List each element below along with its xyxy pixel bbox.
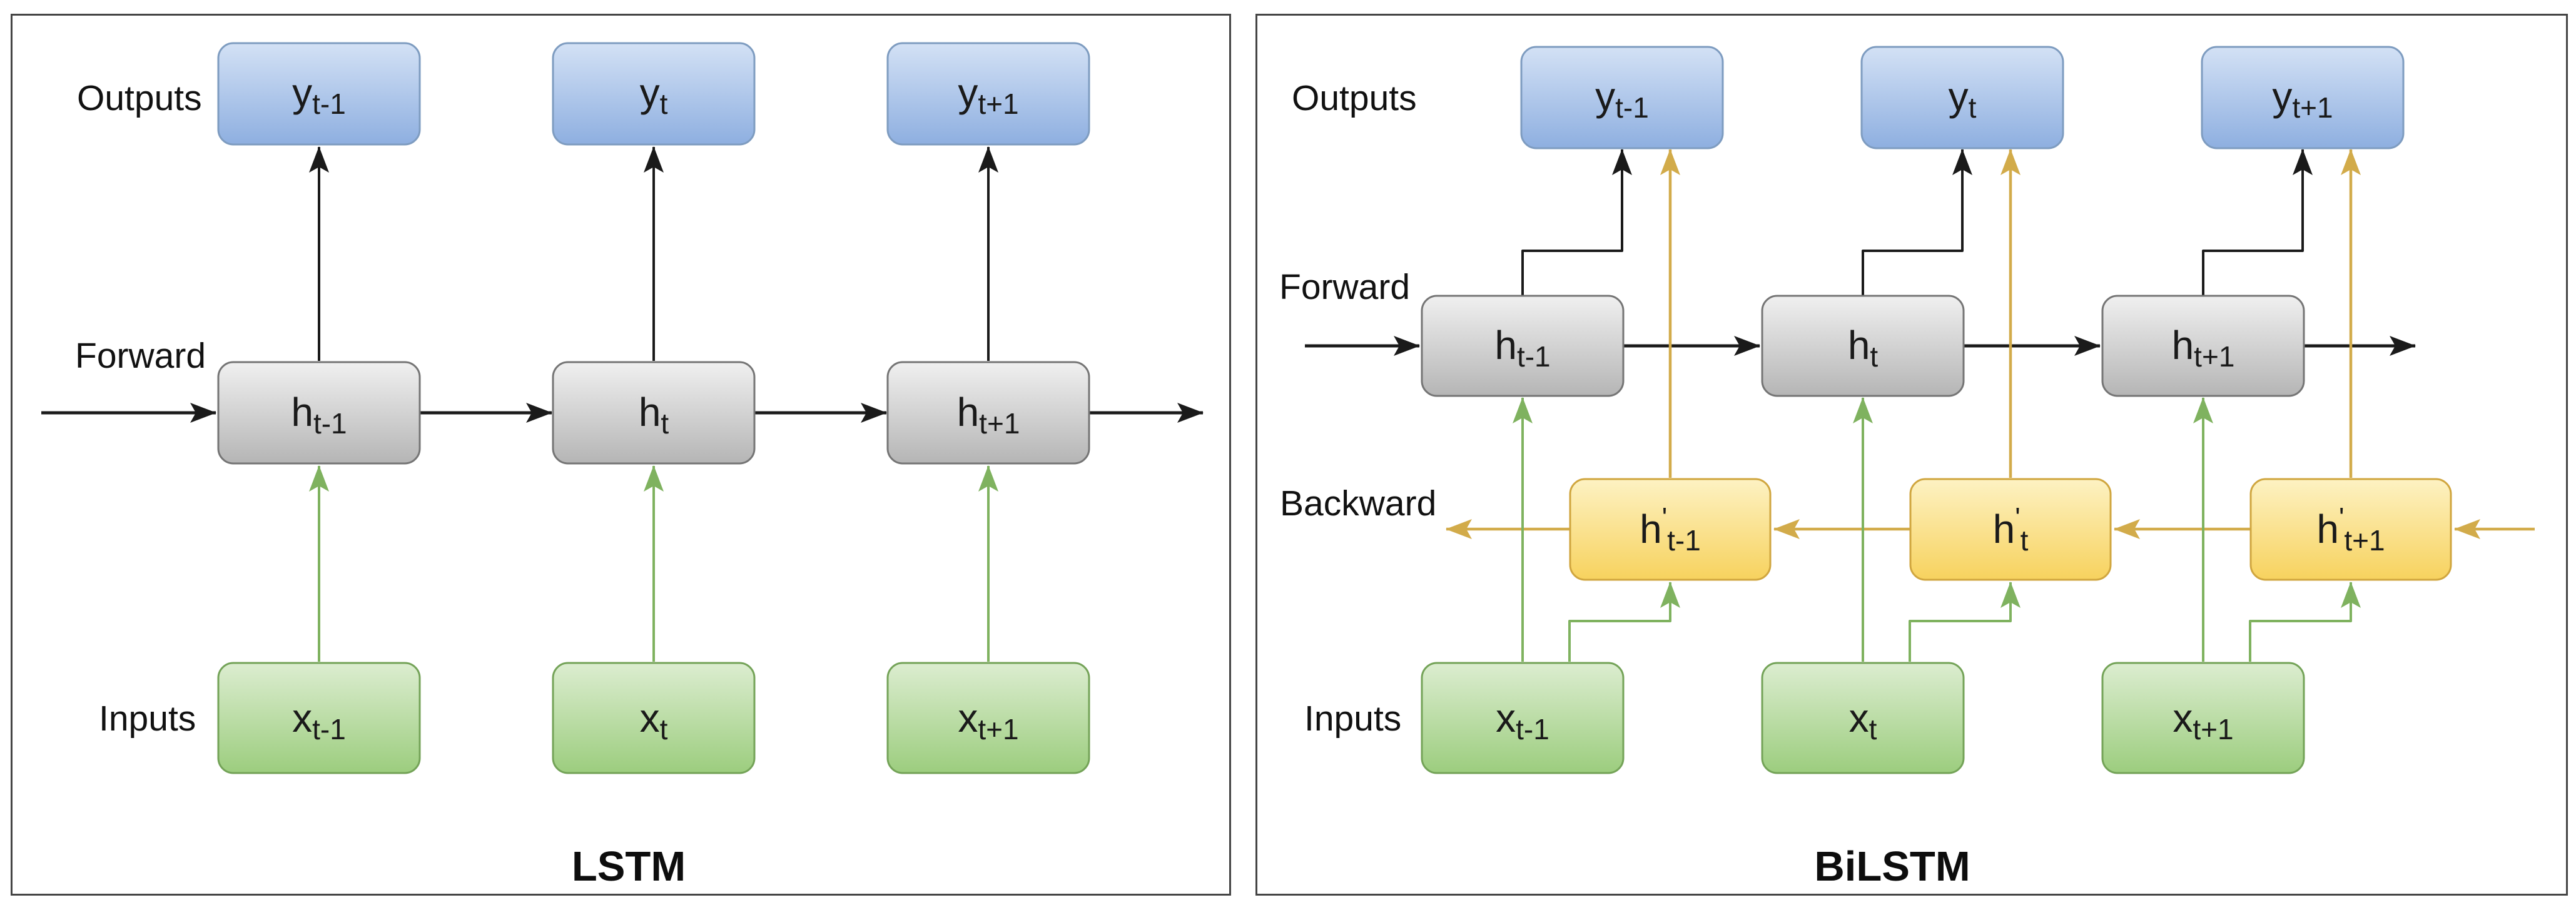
lstm-input-label-1: xt-1 bbox=[292, 695, 346, 746]
bilstm-backward-hidden-box-3 bbox=[2249, 478, 2452, 581]
lstm-input-label-3: xt+1 bbox=[958, 695, 1018, 746]
bilstm-output-node-1: yt-1 bbox=[1520, 46, 1724, 149]
bilstm-forward-hidden-box-2 bbox=[1761, 295, 1965, 397]
bilstm-label-backward: Backward bbox=[1280, 483, 1436, 523]
bilstm-x-to-hb-arrow-3 bbox=[2249, 582, 2361, 662]
bilstm-h-to-y-arrow-1 bbox=[1521, 149, 1632, 296]
lstm-input-box-3 bbox=[886, 662, 1090, 774]
bilstm-forward-hidden-label-2: ht bbox=[1848, 323, 1879, 373]
bilstm-backward-hidden-node-1: h't-1 bbox=[1569, 478, 1772, 581]
bilstm-output-box-2 bbox=[1860, 46, 2064, 149]
lstm-output-box-3 bbox=[886, 42, 1090, 146]
lstm-hidden-label-1: ht-1 bbox=[291, 390, 347, 440]
bilstm-label-forward: Forward bbox=[1279, 267, 1410, 307]
lstm-input-box-2 bbox=[552, 662, 756, 774]
lstm-hidden-node-2: ht bbox=[552, 361, 756, 465]
lstm-output-box-2 bbox=[552, 42, 756, 146]
bilstm-forward-hidden-label-1: ht-1 bbox=[1494, 323, 1550, 373]
lstm-label-inputs: Inputs bbox=[99, 699, 196, 739]
lstm-output-label-1: yt-1 bbox=[292, 70, 346, 120]
lstm-output-label-2: yt bbox=[640, 70, 668, 120]
lstm-hidden-node-3: ht+1 bbox=[886, 361, 1090, 465]
bilstm-output-label-3: yt+1 bbox=[2272, 74, 2333, 124]
lstm-input-label-2: xt bbox=[640, 695, 668, 746]
panel-bilstm: Outputs Forward Backward Inputs bbox=[1255, 14, 2568, 896]
lstm-hidden-label-2: ht bbox=[639, 390, 669, 440]
lstm-hidden-box-2 bbox=[552, 361, 756, 465]
bilstm-input-box-3 bbox=[2101, 662, 2305, 774]
bilstm-output-box-3 bbox=[2201, 46, 2405, 149]
bilstm-input-node-1: xt-1 bbox=[1421, 662, 1625, 774]
bilstm-forward-hidden-node-2: ht bbox=[1761, 295, 1965, 397]
lstm-hidden-label-3: ht+1 bbox=[957, 390, 1020, 440]
lstm-input-node-2: xt bbox=[552, 662, 756, 774]
bilstm-label-outputs: Outputs bbox=[1292, 78, 1417, 118]
bilstm-backward-hidden-node-2: h't bbox=[1909, 478, 2112, 581]
lstm-input-box-1 bbox=[217, 662, 421, 774]
lstm-label-forward: Forward bbox=[75, 336, 206, 376]
bilstm-input-label-1: xt-1 bbox=[1496, 695, 1549, 746]
lstm-output-node-2: yt bbox=[552, 42, 756, 146]
lstm-output-node-1: yt-1 bbox=[217, 42, 421, 146]
bilstm-output-box-1 bbox=[1520, 46, 1724, 149]
bilstm-input-label-2: xt bbox=[1849, 695, 1877, 746]
bilstm-forward-hidden-node-1: ht-1 bbox=[1421, 295, 1625, 397]
bilstm-backward-hidden-label-1: h't-1 bbox=[1640, 502, 1701, 557]
bilstm-input-node-3: xt+1 bbox=[2101, 662, 2305, 774]
lstm-input-node-3: xt+1 bbox=[886, 662, 1090, 774]
bilstm-backward-hidden-label-3: h't+1 bbox=[2316, 502, 2385, 557]
bilstm-h-to-y-arrow-3 bbox=[2202, 149, 2313, 296]
bilstm-backward-hidden-node-3: h't+1 bbox=[2249, 478, 2452, 581]
lstm-title: LSTM bbox=[572, 843, 686, 890]
bilstm-backward-hidden-box-1 bbox=[1569, 478, 1772, 581]
lstm-output-node-3: yt+1 bbox=[886, 42, 1090, 146]
bilstm-forward-hidden-label-3: ht+1 bbox=[2172, 323, 2235, 373]
bilstm-h-to-y-arrow-2 bbox=[1862, 149, 1972, 296]
bilstm-x-to-hb-arrow-2 bbox=[1909, 582, 2021, 662]
bilstm-output-label-2: yt bbox=[1949, 74, 1977, 124]
bilstm-input-label-3: xt+1 bbox=[2173, 695, 2233, 746]
lstm-label-outputs: Outputs bbox=[77, 78, 202, 118]
bilstm-backward-hidden-label-2: h't bbox=[1993, 502, 2029, 557]
lstm-output-label-3: yt+1 bbox=[958, 70, 1018, 120]
bilstm-input-box-2 bbox=[1761, 662, 1965, 774]
bilstm-input-box-1 bbox=[1421, 662, 1625, 774]
bilstm-output-node-3: yt+1 bbox=[2201, 46, 2405, 149]
bilstm-forward-hidden-box-3 bbox=[2101, 295, 2305, 397]
bilstm-output-label-1: yt-1 bbox=[1595, 74, 1649, 124]
lstm-hidden-box-3 bbox=[886, 361, 1090, 465]
bilstm-backward-hidden-box-2 bbox=[1909, 478, 2112, 581]
bilstm-title: BiLSTM bbox=[1814, 843, 1970, 890]
bilstm-x-to-hb-arrow-1 bbox=[1568, 582, 1680, 662]
lstm-hidden-box-1 bbox=[217, 361, 421, 465]
panel-lstm: Outputs Forward Inputs yt-1 yt yt+1 bbox=[11, 14, 1231, 896]
lstm-output-box-1 bbox=[217, 42, 421, 146]
bilstm-forward-hidden-box-1 bbox=[1421, 295, 1625, 397]
lstm-hidden-node-1: ht-1 bbox=[217, 361, 421, 465]
bilstm-input-node-2: xt bbox=[1761, 662, 1965, 774]
bilstm-forward-hidden-node-3: ht+1 bbox=[2101, 295, 2305, 397]
bilstm-label-inputs: Inputs bbox=[1304, 699, 1401, 739]
lstm-input-node-1: xt-1 bbox=[217, 662, 421, 774]
bilstm-output-node-2: yt bbox=[1860, 46, 2064, 149]
